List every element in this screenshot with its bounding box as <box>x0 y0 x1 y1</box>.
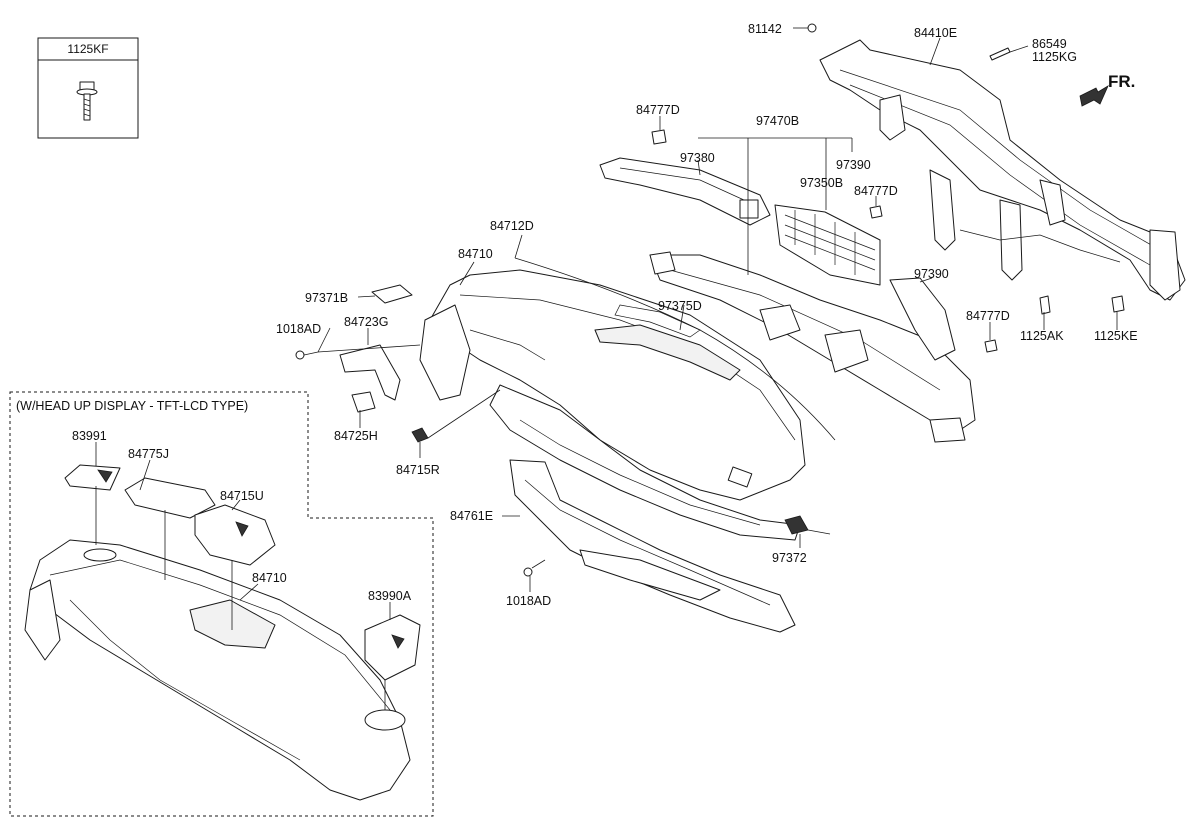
bolt-81142 <box>807 23 817 33</box>
label-84775J: 84775J <box>128 447 169 461</box>
leader-lines <box>95 27 1118 710</box>
label-97390-b: 97390 <box>914 267 949 281</box>
main-crash-pad <box>419 269 806 541</box>
hud-crash-pad <box>24 539 411 801</box>
hud-variant-outline <box>9 391 434 817</box>
hud-unit-84715U <box>194 504 276 566</box>
lower-crash-pad <box>509 459 796 633</box>
label-84410E: 84410E <box>914 26 957 40</box>
part-labels: 81142 84410E 86549 1125KG 84777D 97470B … <box>72 22 1138 608</box>
label-97375D: 97375D <box>658 299 702 313</box>
defroster-duct <box>599 157 771 226</box>
label-97380: 97380 <box>680 151 715 165</box>
label-84710-main: 84710 <box>458 247 493 261</box>
label-1125KG: 1125KG <box>1032 50 1077 64</box>
bolt-callout-box: 1125KF <box>37 37 139 139</box>
label-1018AD-a: 1018AD <box>276 322 321 336</box>
label-83990A: 83990A <box>368 589 412 603</box>
label-84777D-b: 84777D <box>854 184 898 198</box>
hud-cover-83991 <box>64 464 121 491</box>
bolt-icon <box>76 81 98 121</box>
bracket-84723G <box>339 344 401 401</box>
label-84712D: 84712D <box>490 219 534 233</box>
defroster-strip <box>514 257 836 441</box>
bolt-1125KG <box>989 47 1011 61</box>
label-97470B: 97470B <box>756 114 799 128</box>
main-air-duct <box>649 251 976 443</box>
label-1125KE: 1125KE <box>1094 329 1138 343</box>
bracket-84725H <box>351 391 376 413</box>
screw-1018AD-lower <box>523 559 546 577</box>
variant-caption: (W/HEAD UP DISPLAY - TFT-LCD TYPE) <box>16 399 248 413</box>
speaker-cover-83990A <box>364 614 421 681</box>
label-97372: 97372 <box>772 551 807 565</box>
cover-97371B <box>371 284 413 304</box>
clip-84777D-a <box>651 129 667 145</box>
label-97371B: 97371B <box>305 291 348 305</box>
label-84777D-a: 84777D <box>636 103 680 117</box>
label-86549: 86549 <box>1032 37 1067 51</box>
label-84715U: 84715U <box>220 489 264 503</box>
label-84715R: 84715R <box>396 463 440 477</box>
cowl-cross-bar <box>819 39 1186 301</box>
label-84777D-c: 84777D <box>966 309 1010 323</box>
screw-1018AD-upper <box>295 350 319 360</box>
label-1018AD-b: 1018AD <box>506 594 551 608</box>
center-vent-assembly <box>774 204 881 286</box>
label-1125AK: 1125AK <box>1020 329 1064 343</box>
label-84725H: 84725H <box>334 429 378 443</box>
label-81142: 81142 <box>748 22 782 36</box>
front-direction-arrow <box>1079 85 1109 107</box>
label-84761E: 84761E <box>450 509 493 523</box>
clip-84715R <box>411 427 429 443</box>
box-label: 1125KF <box>67 42 108 56</box>
clip-84777D-b <box>869 205 883 219</box>
clip-84777D-c <box>984 339 998 353</box>
hud-panel-84775J <box>124 477 216 519</box>
label-83991: 83991 <box>72 429 107 443</box>
label-84723G: 84723G <box>344 315 388 329</box>
front-label: FR. <box>1108 72 1135 91</box>
bolt-1125AK <box>1039 295 1051 315</box>
bolt-1125KE <box>1111 295 1125 313</box>
label-97350B: 97350B <box>800 176 843 190</box>
label-97390-a: 97390 <box>836 158 871 172</box>
label-84710-hud: 84710 <box>252 571 287 585</box>
